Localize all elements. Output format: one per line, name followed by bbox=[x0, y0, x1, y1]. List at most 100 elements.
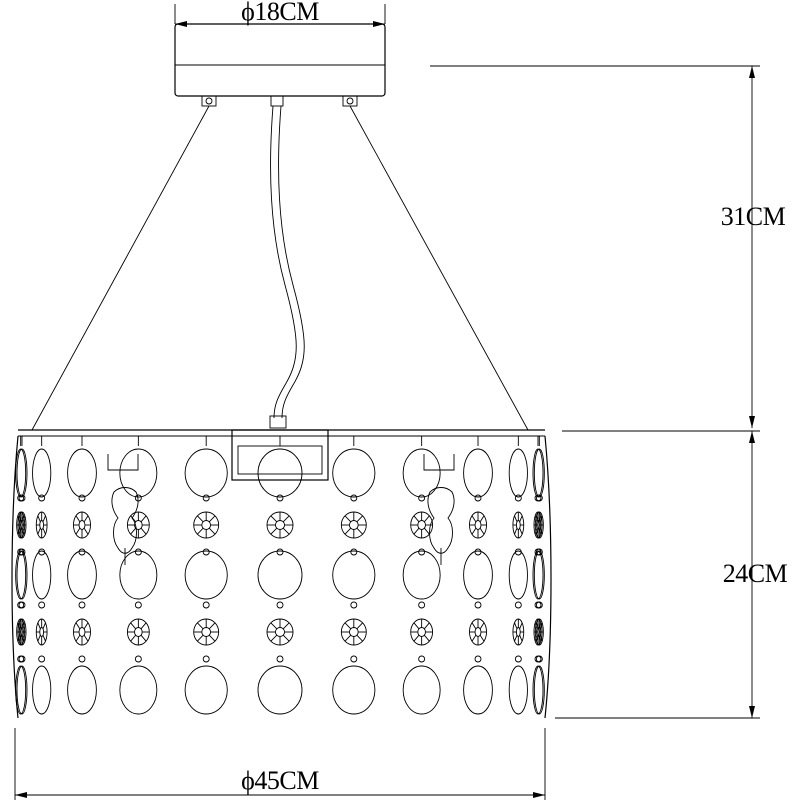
rosette-center bbox=[134, 627, 143, 637]
connector-jewel bbox=[534, 601, 542, 609]
crystal-disc bbox=[67, 550, 97, 600]
rosette-spoke bbox=[208, 634, 216, 642]
rosette-center bbox=[39, 627, 45, 637]
crystal-disc bbox=[532, 665, 544, 715]
connector-jewel bbox=[134, 548, 142, 556]
connector-jewel bbox=[18, 494, 26, 502]
rosette-spoke bbox=[83, 634, 89, 642]
rosette-spoke bbox=[140, 622, 147, 630]
crystal-disc bbox=[332, 448, 376, 498]
crystal-disc bbox=[332, 550, 376, 600]
rosette-spoke bbox=[37, 515, 41, 522]
connector-jewel bbox=[78, 655, 86, 663]
rosette-spoke bbox=[22, 635, 26, 642]
shade-diameter-label: ϕ45CM bbox=[241, 766, 319, 795]
connector-jewel bbox=[474, 494, 482, 502]
rosette-spoke bbox=[514, 635, 518, 642]
crystal-disc bbox=[119, 448, 158, 498]
lamp-holder-right bbox=[423, 454, 455, 565]
drop-height-dimension: 31CM bbox=[430, 65, 786, 428]
crystal-disc bbox=[32, 665, 52, 715]
rosette-spoke bbox=[519, 528, 523, 535]
rosette-spoke bbox=[424, 527, 430, 535]
rosette-spoke bbox=[140, 527, 147, 535]
connector-jewel bbox=[514, 655, 522, 663]
connector-jewel bbox=[474, 601, 482, 609]
connector-jewel bbox=[350, 601, 358, 609]
rosette-center bbox=[275, 520, 286, 530]
suspension-cable-icon bbox=[31, 105, 529, 431]
connector-jewel bbox=[350, 494, 358, 502]
connector-jewel bbox=[474, 655, 482, 663]
rosette-spoke bbox=[37, 528, 41, 535]
connector-jewel bbox=[202, 494, 210, 502]
rosette-spoke bbox=[75, 634, 81, 642]
connector-jewel bbox=[514, 548, 522, 556]
rosette-spoke bbox=[197, 527, 204, 535]
crystal-disc bbox=[184, 665, 228, 715]
shade-height-dimension: 24CM bbox=[555, 430, 788, 719]
rosette-spoke bbox=[519, 622, 523, 629]
connector-jewel bbox=[202, 601, 210, 609]
connector-jewel bbox=[418, 601, 426, 609]
crystal-disc bbox=[16, 448, 28, 498]
rosette-spoke bbox=[356, 527, 363, 535]
drop-height-label: 31CM bbox=[721, 202, 786, 231]
rosette-spoke bbox=[538, 528, 542, 535]
connector-jewel bbox=[38, 494, 46, 502]
rosette-spoke bbox=[534, 528, 538, 535]
rosette-spoke bbox=[18, 515, 22, 522]
crystal-disc bbox=[508, 448, 528, 498]
rosette-spoke bbox=[282, 634, 290, 642]
rosette-spoke bbox=[471, 634, 477, 642]
rosette-center bbox=[348, 627, 359, 637]
rosette-center bbox=[348, 520, 359, 530]
rosette-spoke bbox=[282, 527, 290, 535]
connector-jewel bbox=[78, 494, 86, 502]
rosette-center bbox=[417, 627, 426, 637]
rosette-spoke bbox=[18, 635, 22, 642]
rosette-spoke bbox=[471, 527, 477, 535]
rosette-spoke bbox=[534, 515, 538, 522]
connector-jewel bbox=[474, 548, 482, 556]
rosette-spoke bbox=[519, 515, 523, 522]
rosette-center bbox=[474, 520, 482, 530]
rosette-spoke bbox=[471, 622, 477, 630]
shade-right-edge bbox=[544, 435, 552, 719]
rosette-spoke bbox=[270, 634, 278, 642]
rosette-spoke bbox=[75, 622, 81, 630]
rosette-spoke bbox=[344, 515, 352, 523]
rosette-spoke bbox=[208, 527, 216, 535]
connector-jewel bbox=[38, 655, 46, 663]
crystal-disc bbox=[32, 448, 52, 498]
crystal-disc bbox=[15, 550, 27, 600]
connector-jewel bbox=[134, 655, 142, 663]
connector-jewel bbox=[350, 548, 358, 556]
rosette-center bbox=[39, 520, 45, 530]
connector-jewel bbox=[78, 548, 86, 556]
connector-jewel bbox=[534, 655, 542, 663]
crystal-disc bbox=[463, 448, 493, 498]
connector-jewel bbox=[418, 494, 426, 502]
rosette-spoke bbox=[18, 528, 22, 535]
rosette-spoke bbox=[83, 622, 89, 630]
crystal-disc bbox=[402, 550, 441, 600]
rosette-spoke bbox=[514, 528, 518, 535]
rosette-spoke bbox=[197, 515, 204, 523]
rosette-spoke bbox=[197, 622, 204, 630]
rosette-spoke bbox=[18, 622, 22, 629]
connector-jewel bbox=[18, 548, 26, 556]
rosette-spoke bbox=[83, 527, 89, 535]
rosette-spoke bbox=[538, 635, 542, 642]
rosette-center bbox=[417, 520, 426, 530]
rosette-spoke bbox=[514, 622, 518, 629]
connector-jewel bbox=[514, 494, 522, 502]
connector-jewel bbox=[202, 548, 210, 556]
connector-jewel bbox=[276, 494, 284, 502]
crystal-disc bbox=[533, 448, 545, 498]
rosette-spoke bbox=[130, 527, 136, 535]
crystal-disc bbox=[257, 448, 303, 498]
crystal-disc bbox=[533, 665, 545, 715]
rosette-center bbox=[78, 627, 86, 637]
rosette-center bbox=[515, 520, 521, 530]
